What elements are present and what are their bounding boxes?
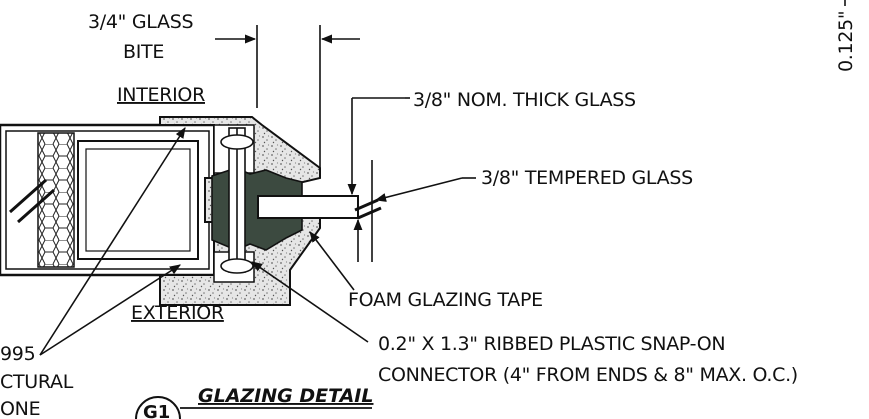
tempered-glass-label: 3/8" TEMPERED GLASS — [481, 167, 693, 189]
title-block: G1 GLAZING DETAIL — [135, 385, 373, 419]
break-line — [9, 178, 55, 224]
right-dimension-label: 0.125" — [835, 11, 857, 72]
nom-glass-label: 3/8" NOM. THICK GLASS — [413, 89, 636, 111]
panel-frame — [0, 123, 217, 277]
snap-connector — [220, 127, 254, 274]
leader-silicone-b — [39, 264, 181, 356]
detail-title: GLAZING DETAIL — [198, 385, 373, 407]
glass-lite — [257, 195, 359, 219]
leader-tempered-glass — [374, 177, 463, 202]
glass-break — [354, 198, 382, 220]
silicone-label-line1: 995 — [0, 343, 35, 365]
leader-connector — [251, 261, 369, 343]
bite-label-line2: BITE — [123, 41, 164, 63]
silicone-label-line3: ONE — [0, 398, 40, 419]
connector-label-line2: CONNECTOR (4" FROM ENDS & 8" MAX. O.C.) — [378, 364, 798, 386]
detail-badge: G1 — [143, 402, 170, 419]
leader-silicone-a — [39, 127, 186, 356]
inner-tube — [77, 140, 199, 260]
bite-label-line1: 3/4" GLASS — [88, 11, 193, 33]
exterior-label: EXTERIOR — [131, 302, 224, 324]
foam-tape-label: FOAM GLAZING TAPE — [348, 289, 543, 311]
glass-thickness-dimension — [347, 97, 405, 262]
leader-foam-tape — [309, 231, 355, 291]
interior-label: INTERIOR — [117, 84, 205, 106]
glass-bite-dimension — [215, 25, 360, 170]
connector-label-line1: 0.2" X 1.3" RIBBED PLASTIC SNAP-ON — [378, 333, 725, 355]
silicone-label-line2: CTURAL — [0, 371, 74, 393]
